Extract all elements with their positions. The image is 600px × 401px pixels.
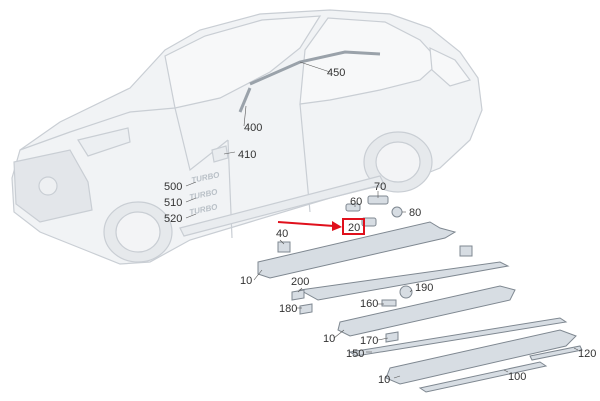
trim-strip-120 xyxy=(529,345,583,361)
callout-170: 170 xyxy=(360,335,378,347)
part-60 xyxy=(345,203,361,212)
callout-labels: 450 400 410 500 510 520 70 60 80 20 40 1… xyxy=(164,67,596,386)
trim-strip-150 xyxy=(348,317,568,357)
callout-120: 120 xyxy=(578,348,596,360)
callout-10-top: 10 xyxy=(240,275,252,287)
callout-60: 60 xyxy=(350,196,362,208)
callout-500: 500 xyxy=(164,181,182,193)
car-body xyxy=(11,9,483,265)
part-20 xyxy=(361,217,377,227)
callout-70: 70 xyxy=(374,181,386,193)
callout-40: 40 xyxy=(276,228,288,240)
callout-100: 100 xyxy=(508,371,526,383)
callout-410: 410 xyxy=(238,149,256,161)
callout-180: 180 xyxy=(279,303,297,315)
callout-10-middle: 10 xyxy=(323,333,335,345)
part-160 xyxy=(381,299,397,307)
trim-strip-100 xyxy=(418,361,548,393)
window-trim-strip xyxy=(238,87,252,113)
highlight-box xyxy=(342,218,365,235)
callout-160: 160 xyxy=(360,298,378,310)
callout-520: 520 xyxy=(164,213,182,225)
callout-510: 510 xyxy=(164,197,182,209)
parts xyxy=(257,195,583,393)
roof-trim-strip xyxy=(249,50,381,86)
highlight-arrow xyxy=(277,221,342,231)
callout-400: 400 xyxy=(244,122,262,134)
running-board xyxy=(298,261,510,301)
part-80 xyxy=(391,206,403,218)
callout-450: 450 xyxy=(327,67,345,79)
callout-20: 20 xyxy=(348,222,360,234)
callout-150: 150 xyxy=(346,348,364,360)
callout-190: 190 xyxy=(415,282,433,294)
callout-10-bottom: 10 xyxy=(378,374,390,386)
leader-lines xyxy=(185,61,579,379)
sill-panel-10-top xyxy=(257,221,457,279)
turbo-badges: TURBO TURBO TURBO xyxy=(189,170,221,217)
part-40 xyxy=(277,241,291,253)
sill-panel-10-middle xyxy=(337,285,516,337)
sill-panel-10-bottom xyxy=(385,329,577,385)
callout-200: 200 xyxy=(291,276,309,288)
part-190 xyxy=(399,285,413,299)
callout-80: 80 xyxy=(409,207,421,219)
